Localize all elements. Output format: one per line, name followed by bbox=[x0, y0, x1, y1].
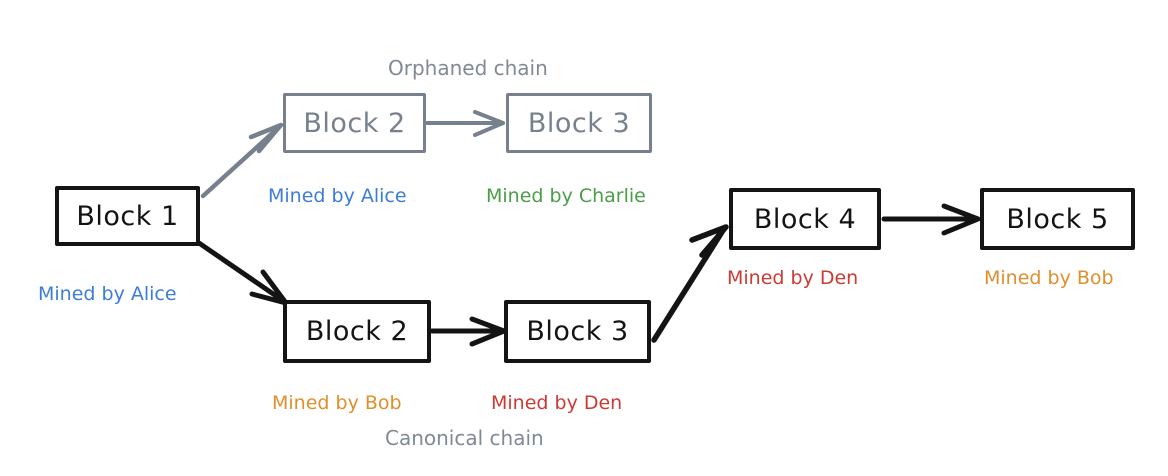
miner-label-canonical-block-3: Mined by Den bbox=[491, 392, 623, 414]
block-node-orphan-block-3[interactable]: Block 3 bbox=[506, 93, 652, 153]
canonical-chain-label: Canonical chain bbox=[385, 426, 544, 450]
block-node-canonical-block-4[interactable]: Block 4 bbox=[729, 188, 881, 250]
block-label: Block 4 bbox=[753, 203, 857, 235]
edge-block1-to-canonical-block2 bbox=[196, 240, 289, 306]
block-label: Block 2 bbox=[303, 107, 406, 139]
block-node-block-1[interactable]: Block 1 bbox=[55, 186, 200, 246]
miner-label-canonical-block-5: Mined by Bob bbox=[984, 267, 1114, 289]
block-label: Block 2 bbox=[305, 316, 409, 347]
block-node-canonical-block-3[interactable]: Block 3 bbox=[504, 300, 651, 363]
block-node-canonical-block-2[interactable]: Block 2 bbox=[283, 300, 431, 363]
miner-label-block-1: Mined by Alice bbox=[38, 283, 177, 305]
miner-label-orphan-block-2: Mined by Alice bbox=[268, 185, 407, 207]
block-label: Block 3 bbox=[526, 316, 629, 347]
miner-label-orphan-block-3: Mined by Charlie bbox=[486, 185, 646, 207]
edge-canonical-block2-to-canonical-block3 bbox=[429, 316, 507, 347]
block-node-canonical-block-5[interactable]: Block 5 bbox=[980, 188, 1135, 250]
block-label: Block 5 bbox=[1006, 203, 1109, 235]
orphaned-chain-label: Orphaned chain bbox=[388, 56, 548, 80]
edge-canonical-block3-to-block4 bbox=[651, 224, 729, 343]
block-label: Block 1 bbox=[76, 200, 179, 232]
miner-label-canonical-block-2: Mined by Bob bbox=[272, 392, 402, 414]
block-node-orphan-block-2[interactable]: Block 2 bbox=[283, 93, 426, 153]
miner-label-canonical-block-4: Mined by Den bbox=[727, 267, 859, 289]
block-label: Block 3 bbox=[527, 107, 631, 139]
edge-block4-to-block5 bbox=[881, 203, 981, 236]
edge-orphan-block2-to-orphan-block3 bbox=[425, 110, 505, 137]
